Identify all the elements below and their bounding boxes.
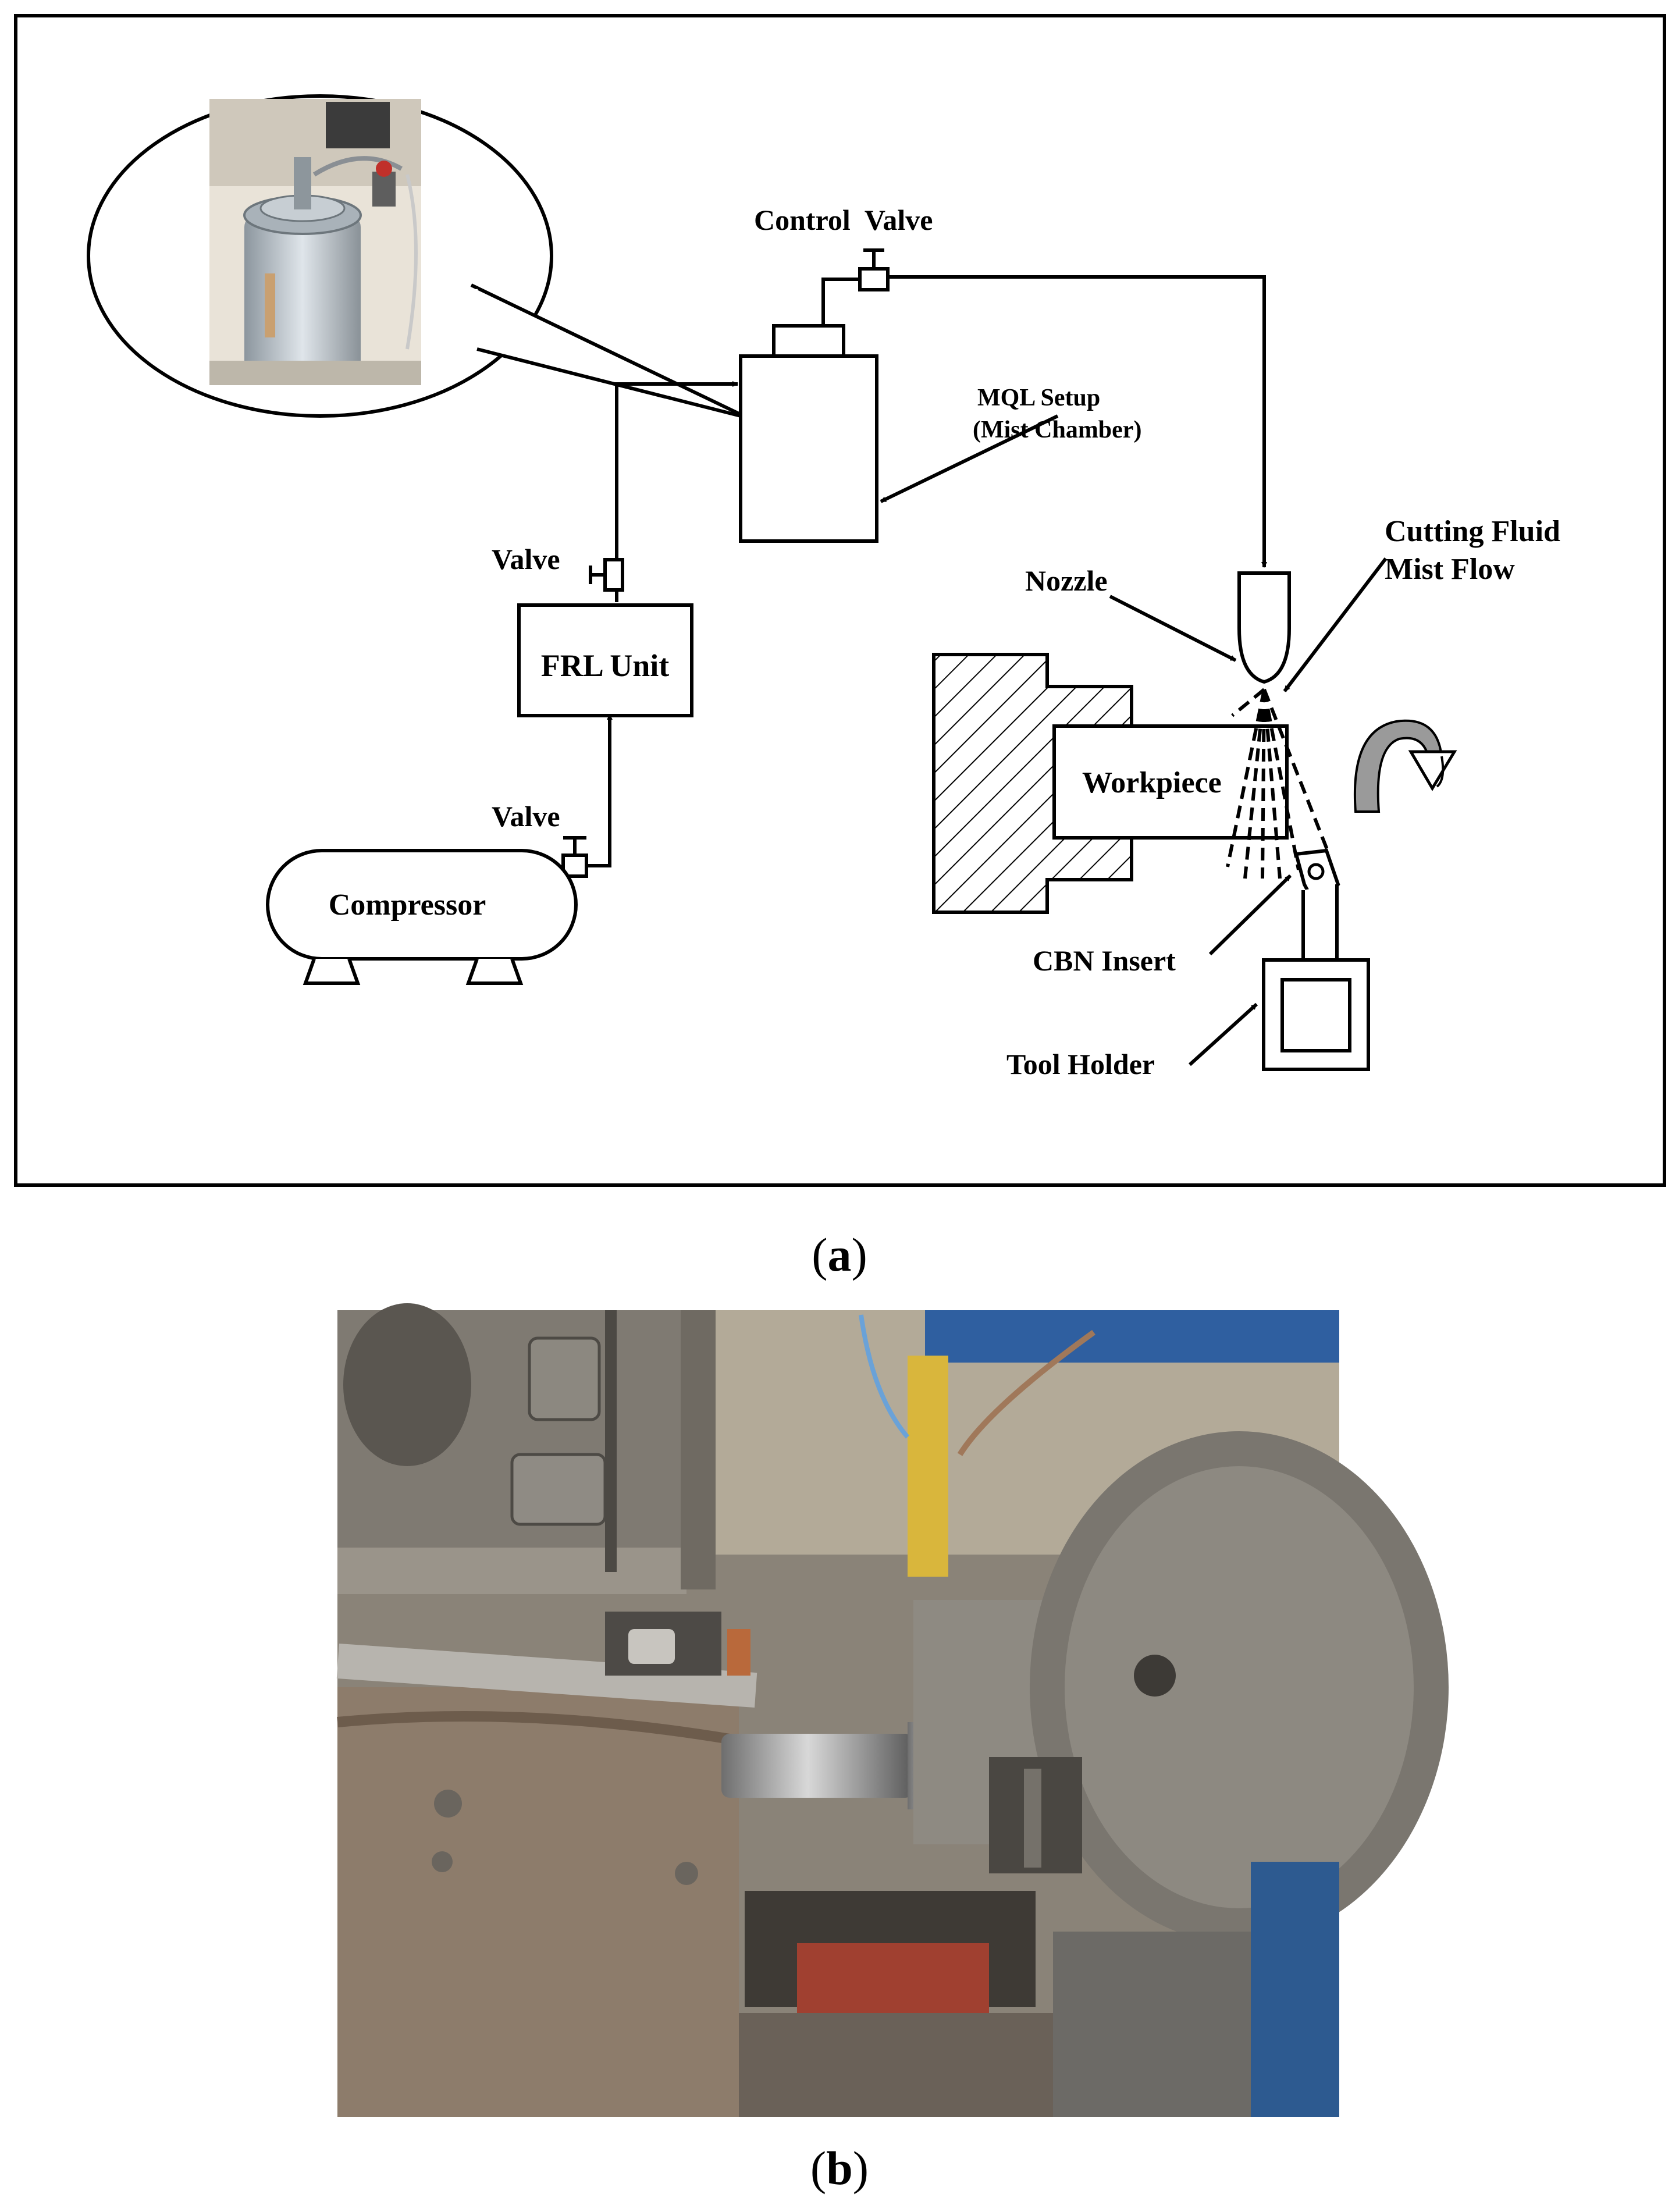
callout-leader-mql (880, 414, 1059, 503)
caption-b: (b) (810, 2142, 869, 2195)
label-workpiece: Workpiece (1082, 766, 1222, 799)
mql-chamber (739, 354, 878, 543)
label-nozzle: Nozzle (1025, 564, 1108, 597)
frl-to-chamber-line (615, 381, 738, 602)
callout-leader-tool-holder (1188, 1002, 1258, 1066)
lathe-chuck (932, 653, 1133, 914)
caption-b-letter: b (826, 2142, 853, 2195)
lathe-setup-photo (336, 1303, 1449, 2117)
control-valve-symbol (858, 267, 890, 291)
supply-line-to-nozzle (888, 275, 1267, 568)
mist-chamber-photo (209, 99, 421, 385)
mql-chamber-cap (772, 324, 845, 358)
callout-leader-nozzle (1109, 595, 1237, 662)
label-compressor: Compressor (329, 888, 486, 922)
nozzle (1237, 571, 1291, 684)
mist-spray (1226, 688, 1331, 879)
tool-holder (1262, 958, 1370, 1071)
rotation-arrow-icon (1353, 719, 1457, 813)
caption-a: (a) (812, 1228, 867, 1281)
callout-leader-cbn (1208, 874, 1292, 956)
compressor-to-frl-line (586, 714, 613, 867)
mql-outlet-pipe (821, 278, 859, 326)
label-frl-unit: FRL Unit (541, 648, 670, 683)
upper-valve-symbol (603, 558, 624, 592)
label-cutting-fluid-2: Mist Flow (1385, 553, 1515, 586)
callout-leader-mist (1283, 557, 1388, 692)
frl-unit-box (517, 603, 693, 717)
label-control-valve: Control Valve (754, 204, 933, 236)
mist-chamber-callout (87, 94, 749, 419)
workpiece (1052, 724, 1289, 840)
compressor-tank (266, 849, 578, 985)
label-tool-holder: Tool Holder (1006, 1048, 1155, 1080)
caption-a-letter: a (827, 1228, 852, 1281)
label-valve-upper: Valve (492, 543, 560, 575)
label-cbn-insert: CBN Insert (1033, 944, 1176, 977)
label-mql-setup-2: (Mist Chamber) (973, 417, 1141, 443)
label-mql-setup-1: MQL Setup (977, 385, 1100, 411)
cbn-insert-tool (1294, 848, 1340, 962)
label-cutting-fluid-1: Cutting Fluid (1385, 515, 1560, 548)
label-valve-lower: Valve (492, 800, 560, 833)
